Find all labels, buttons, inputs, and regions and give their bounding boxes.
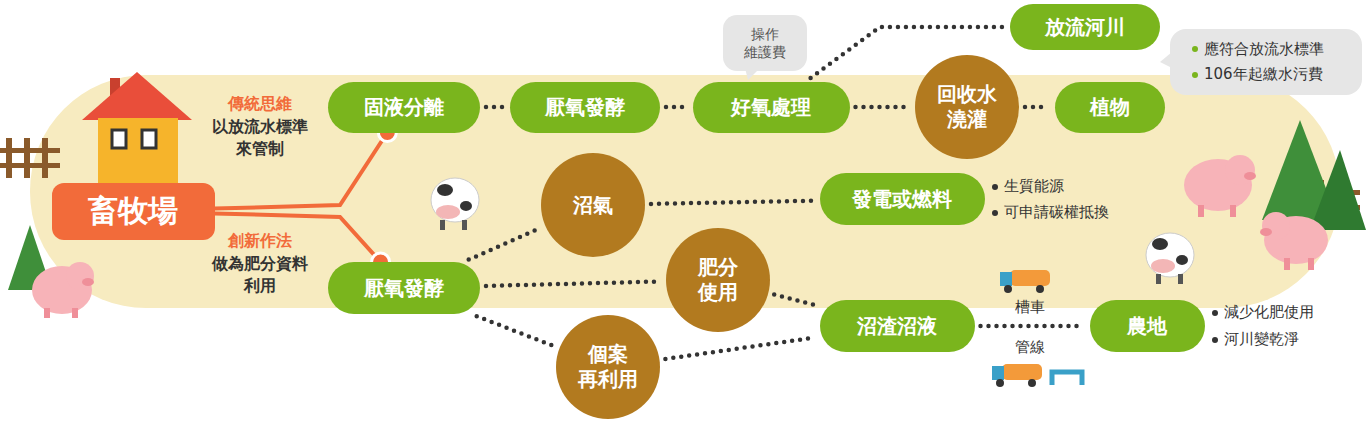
- annotation-text: 以放流水標準 來管制: [205, 116, 315, 161]
- flow-connector: [774, 294, 814, 304]
- node-text: 個案 再利用: [570, 342, 646, 392]
- annotation-text: 生質能源: [992, 176, 1064, 197]
- annotation-text: 河川變乾淨: [1212, 329, 1299, 350]
- node-text: 回收水 澆灌: [929, 82, 1005, 132]
- speech-bubble: 操作 維護費: [723, 15, 807, 71]
- flow-connector: [469, 228, 540, 259]
- annotation-text: 做為肥分資料 利用: [205, 253, 315, 298]
- annotation-text: 管線: [1015, 337, 1045, 358]
- process-box: 沼渣沼液: [820, 300, 975, 352]
- node-text: 肥分 使用: [680, 255, 756, 305]
- process-circle: 沼氣: [541, 153, 645, 257]
- process-circle: 肥分 使用: [666, 228, 770, 332]
- flow-connector: [1025, 105, 1049, 110]
- annotation-text: 減少化肥使用: [1212, 302, 1314, 323]
- flow-connector: [665, 338, 813, 359]
- flow-connector: [486, 105, 504, 110]
- node-text: 應符合放流水標準: [1192, 37, 1324, 63]
- node-text: 發電或燃料: [852, 186, 952, 213]
- annotation-text: 創新作法: [205, 230, 315, 252]
- process-box: 厭氧發酵: [510, 82, 660, 133]
- process-box: 農地: [1090, 300, 1205, 352]
- process-circle: 個案 再利用: [556, 315, 660, 419]
- flow-connector: [666, 105, 687, 110]
- process-box: 植物: [1055, 82, 1165, 133]
- node-text: 畜牧場: [88, 191, 178, 232]
- note-box: 應符合放流水標準106年起繳水污費: [1170, 29, 1362, 95]
- node-text: 厭氧發酵: [364, 275, 444, 302]
- process-box: 固液分離: [328, 82, 480, 133]
- process-box: 放流河川: [1010, 4, 1160, 50]
- annotation-text: 傳統思維: [205, 93, 315, 115]
- node-text: 106年起繳水污費: [1192, 62, 1323, 88]
- flow-connector: [486, 282, 660, 286]
- annotation-text: 可申請碳權抵換: [992, 202, 1109, 223]
- node-text: 沼氣: [573, 193, 613, 218]
- annotation-text: 槽車: [1015, 297, 1045, 318]
- process-circle: 回收水 澆灌: [915, 55, 1019, 159]
- node-text: 厭氧發酵: [545, 94, 625, 121]
- process-box: 好氧處理: [693, 82, 850, 133]
- node-text: 植物: [1090, 94, 1130, 121]
- node-text: 放流河川: [1045, 14, 1125, 41]
- node-text: 固液分離: [364, 94, 444, 121]
- node-text: 好氧處理: [731, 94, 811, 121]
- process-box: 畜牧場: [52, 183, 215, 240]
- flow-connector: [981, 324, 1084, 329]
- node-text: 沼渣沼液: [857, 313, 937, 340]
- flow-connector: [651, 201, 814, 204]
- node-text: 操作 維護費: [737, 25, 793, 61]
- flow-connector: [856, 105, 910, 110]
- process-box: 厭氧發酵: [328, 262, 480, 314]
- node-text: 農地: [1127, 313, 1167, 340]
- process-box: 發電或燃料: [820, 173, 985, 225]
- flow-connector: [477, 316, 554, 346]
